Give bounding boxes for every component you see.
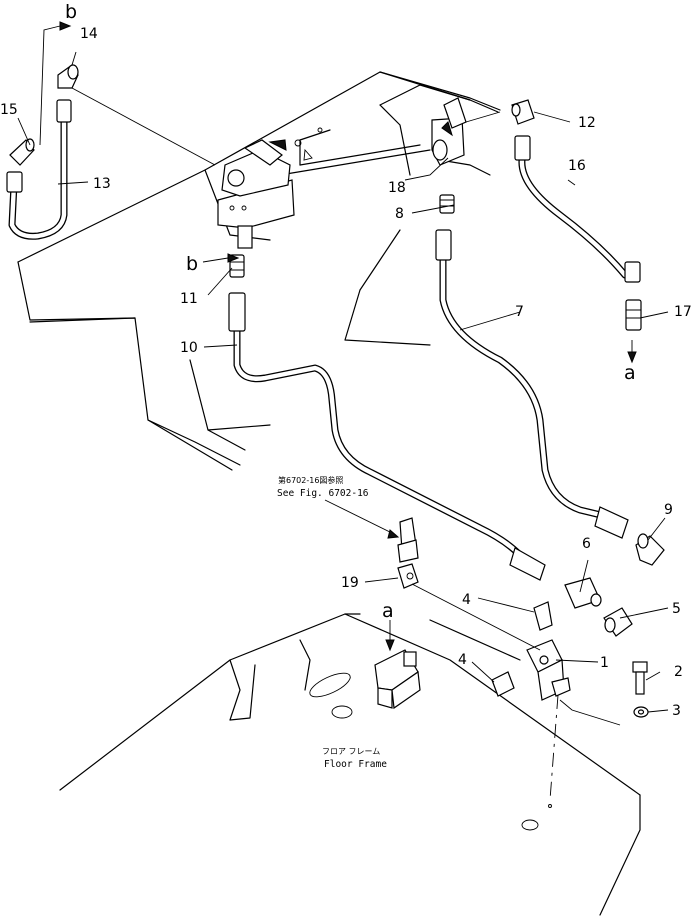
callout-15: 15 [0, 102, 18, 118]
part-19-tee [397, 563, 419, 589]
ref-a-right: a [624, 362, 636, 384]
console-outline [17, 71, 501, 471]
callout-1: 1 [600, 655, 609, 671]
ref-b-mid: b [186, 253, 198, 275]
callout-12: 12 [578, 115, 596, 131]
notes: 第6702-16図参照 See Fig. 6702-16 フロア フレーム Fl… [277, 475, 387, 770]
hose-7 [435, 229, 629, 539]
part-1-block [526, 639, 571, 701]
part-3-washer [633, 706, 649, 718]
part-6-adapter [564, 577, 602, 609]
callout-labels: 14 15 13 12 16 18 8 17 7 11 10 6 9 5 4 4… [0, 26, 692, 719]
part-5-elbow [603, 607, 633, 637]
callout-4-lower: 4 [458, 652, 467, 668]
callout-9: 9 [664, 502, 673, 518]
see-fig-part [397, 517, 419, 563]
leader-lines [17, 21, 669, 801]
callout-8: 8 [395, 206, 404, 222]
reference-letters: b b a a [65, 1, 636, 622]
callout-17: 17 [674, 304, 692, 320]
ref-a-bottom: a [382, 600, 394, 622]
floor-frame-outline [59, 613, 641, 916]
callout-14: 14 [80, 26, 98, 42]
callout-16: 16 [568, 158, 586, 174]
callout-10: 10 [180, 340, 198, 356]
callout-11: 11 [180, 291, 198, 307]
callout-19: 19 [341, 575, 359, 591]
callout-18: 18 [388, 180, 406, 196]
part-17-nipple [625, 299, 642, 331]
callout-13: 13 [93, 176, 111, 192]
part-12-elbow [511, 99, 535, 125]
callout-3: 3 [672, 703, 681, 719]
floor-frame-label-jp: フロア フレーム [322, 747, 380, 756]
part-11-nipple [229, 254, 245, 278]
part-9-elbow [635, 533, 665, 566]
callout-5: 5 [672, 601, 681, 617]
part-18-valve [431, 97, 467, 166]
part-4-plug-upper [533, 601, 553, 631]
part-2-bolt [632, 661, 648, 695]
part-15-elbow [9, 138, 35, 166]
valve-assembly [217, 139, 295, 249]
part-4-plug-lower [491, 671, 515, 697]
see-fig-note: See Fig. 6702-16 [277, 488, 369, 499]
see-fig-note-jp: 第6702-16図参照 [278, 475, 343, 485]
callout-2: 2 [674, 664, 683, 680]
callout-4-upper: 4 [462, 592, 471, 608]
callout-6: 6 [582, 536, 591, 552]
floor-frame-label: Floor Frame [324, 759, 387, 770]
callout-7: 7 [515, 304, 524, 320]
hose-16 [514, 135, 641, 283]
hose-10 [228, 292, 546, 581]
part-14-elbow [57, 64, 79, 89]
hose-13 [6, 99, 72, 240]
floor-valve [374, 649, 421, 710]
part-8-nipple [439, 194, 455, 214]
ref-b-top: b [65, 1, 77, 23]
